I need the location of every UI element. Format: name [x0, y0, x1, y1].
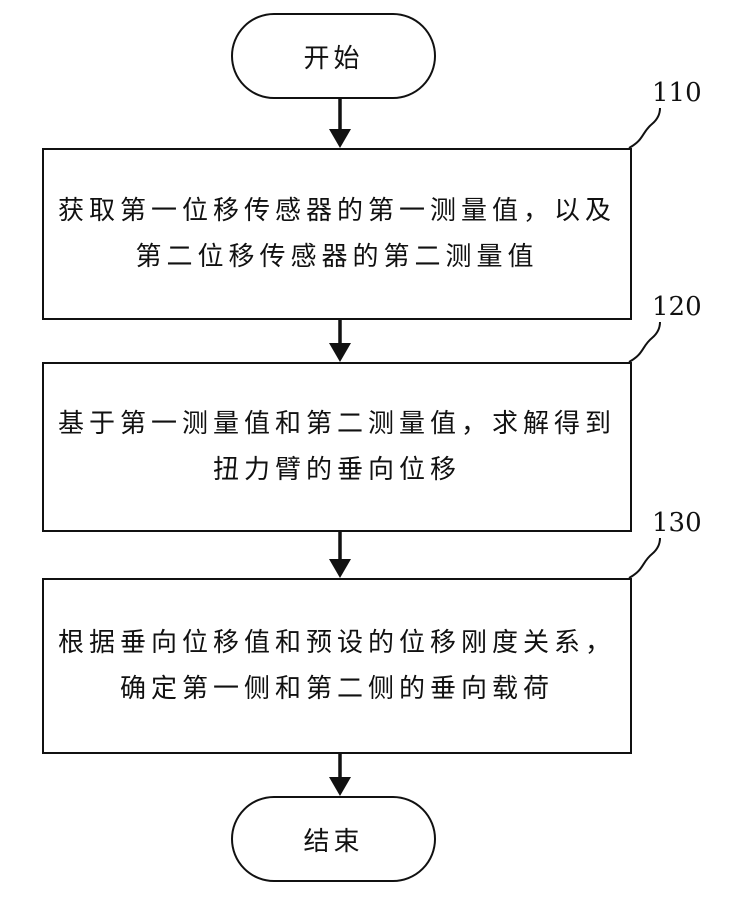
step-110-callout-line: [629, 108, 660, 148]
arrow-start-to-step-110: [329, 97, 351, 148]
step-120-callout-line: [629, 322, 660, 362]
step-110-text: 获取第一位移传感器的第一测量值，以及第二位移传感器的第二测量值: [44, 188, 630, 280]
step-130-box: 根据垂向位移值和预设的位移刚度关系，确定第一侧和第二侧的垂向载荷: [42, 578, 632, 754]
step-120-number: 120: [652, 292, 702, 322]
step-110-box: 获取第一位移传感器的第一测量值，以及第二位移传感器的第二测量值: [42, 148, 632, 320]
end-terminal: 结束: [231, 796, 436, 882]
end-label: 结束: [303, 821, 363, 858]
arrow-step-130-to-end: [329, 752, 351, 796]
step-130-text: 根据垂向位移值和预设的位移刚度关系，确定第一侧和第二侧的垂向载荷: [44, 620, 630, 712]
step-120-text: 基于第一测量值和第二测量值，求解得到扭力臂的垂向位移: [44, 401, 630, 493]
step-110-number: 110: [652, 78, 702, 108]
step-120-box: 基于第一测量值和第二测量值，求解得到扭力臂的垂向位移: [42, 362, 632, 532]
start-terminal: 开始: [231, 13, 436, 99]
arrow-step-120-to-step-130: [329, 530, 351, 578]
start-label: 开始: [303, 38, 363, 75]
step-130-number: 130: [652, 508, 702, 538]
step-130-callout-line: [629, 538, 660, 578]
arrow-step-110-to-step-120: [329, 318, 351, 362]
